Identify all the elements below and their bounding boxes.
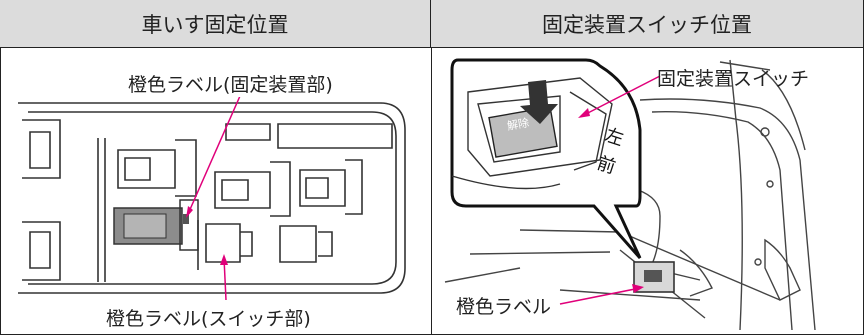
label-orange-switch: 橙色ラベル(スイッチ部) [106,304,311,331]
column-divider [431,48,432,335]
label-orange-fixture: 橙色ラベル(固定装置部) [128,70,333,97]
label-orange: 橙色ラベル [456,296,552,318]
leader-line-top [187,95,241,215]
vehicle-floor-plan-illustration [18,95,406,301]
label-fixture-switch: 固定装置スイッチ [657,68,810,90]
wheelchair-highlight [113,199,199,251]
header-wheelchair-position: 車いす固定位置 [0,0,431,48]
header-switch-position: 固定装置スイッチ位置 [431,0,863,48]
